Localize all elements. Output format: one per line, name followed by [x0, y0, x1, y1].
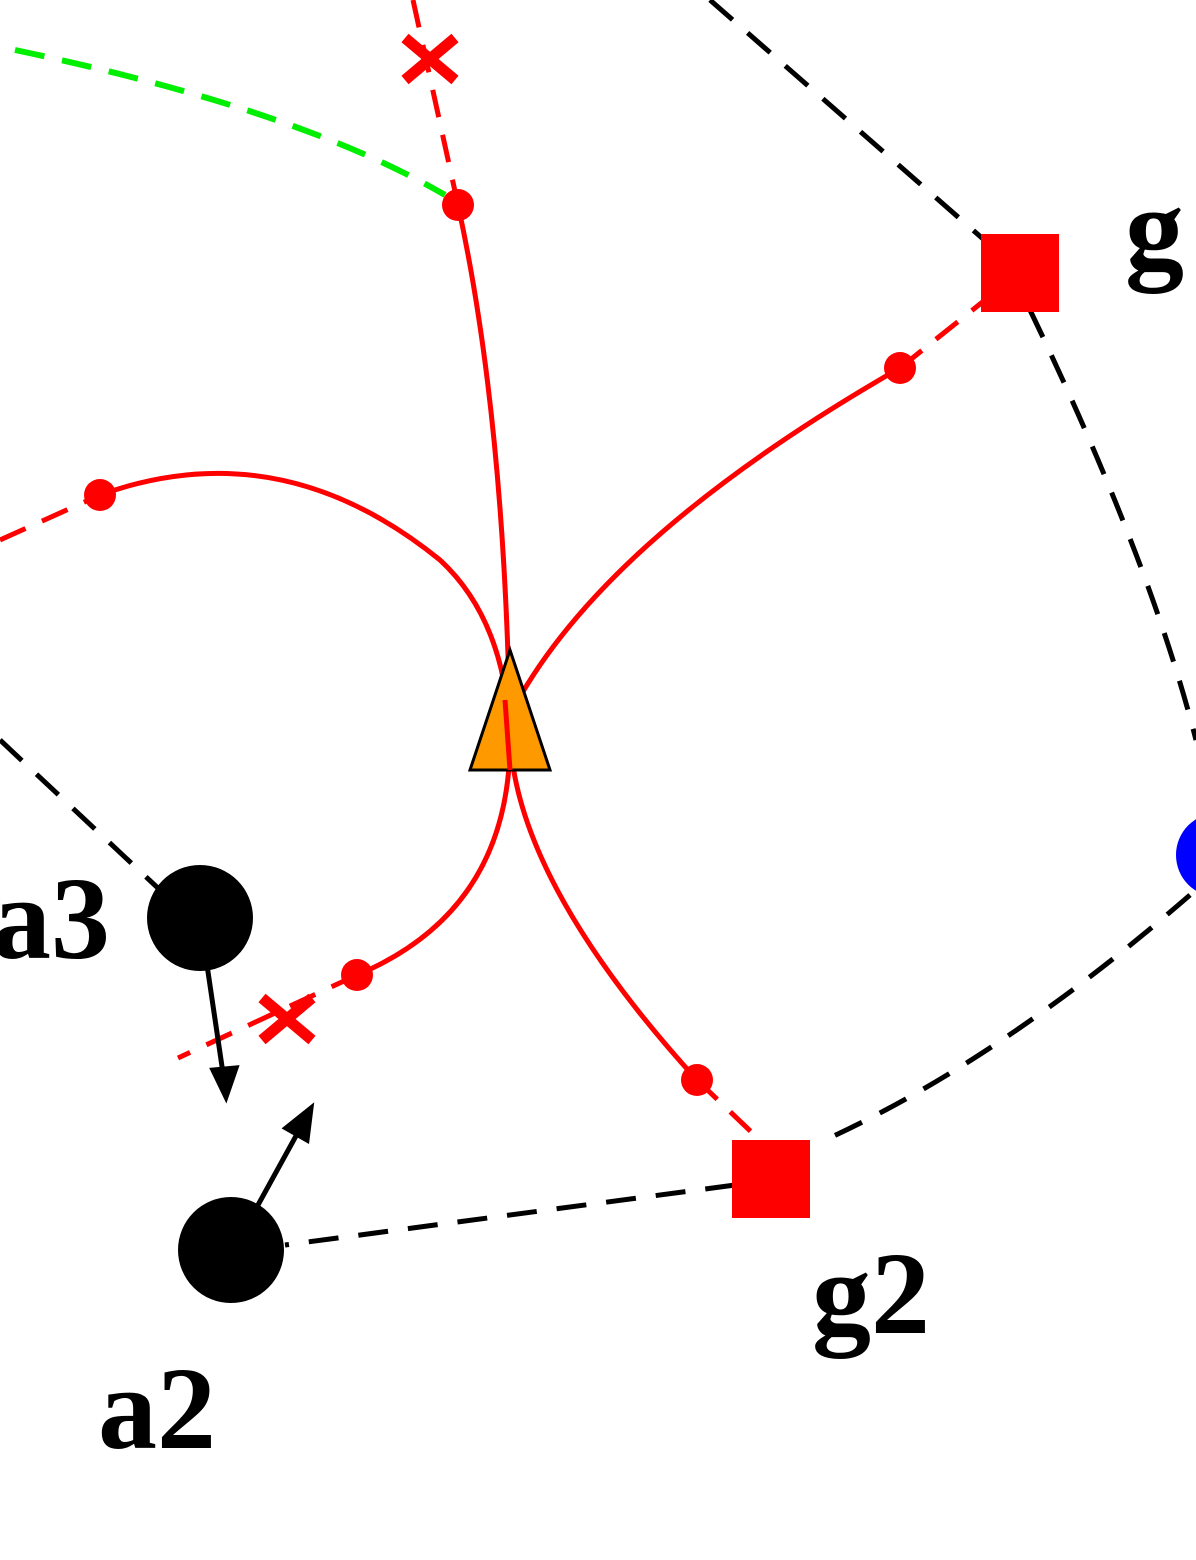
arrow-head-icon — [209, 1065, 240, 1104]
red-dashed-lower-left — [176, 972, 359, 1061]
red-path-lower-right — [507, 734, 699, 1082]
red-path-right — [507, 365, 902, 717]
cross-mark — [258, 993, 316, 1045]
red-dashed-left — [0, 492, 102, 543]
red-path-top — [455, 204, 513, 736]
black-dashed-edge-bottom — [284, 1182, 736, 1248]
black-dashed-edge-right — [1027, 308, 1196, 741]
agent-a3 — [147, 865, 253, 971]
label-g-top: g — [1125, 163, 1184, 294]
blue-agent-circle — [1176, 819, 1196, 891]
goal-square-top — [981, 234, 1059, 312]
agent-a2 — [178, 1197, 284, 1303]
waypoint-dot — [341, 959, 373, 991]
black-dashed-edge-top — [708, 0, 992, 247]
a3-direction-arrow — [204, 964, 227, 1081]
waypoint-dot — [681, 1064, 713, 1096]
waypoint-dot — [884, 352, 916, 384]
label-a3: a3 — [0, 853, 110, 984]
black-dashed-edge-left — [0, 738, 162, 892]
arrow-head-icon — [281, 1102, 315, 1145]
waypoint-dot — [442, 189, 474, 221]
label-a2: a2 — [98, 1343, 216, 1474]
red-dashed-right — [898, 298, 987, 370]
a2-direction-arrow — [255, 1123, 305, 1207]
waypoint-dot — [84, 479, 116, 511]
green-dashed-path — [14, 47, 447, 198]
goal-square-g2 — [732, 1140, 810, 1218]
black-dashed-edge-bottom-right — [823, 893, 1192, 1143]
red-path-lower-left — [356, 734, 513, 978]
red-dashed-top — [410, 0, 461, 206]
cross-mark — [401, 33, 459, 85]
red-path-left — [99, 470, 513, 736]
red-path-through-hub — [502, 699, 513, 771]
label-g2: g2 — [812, 1228, 930, 1359]
